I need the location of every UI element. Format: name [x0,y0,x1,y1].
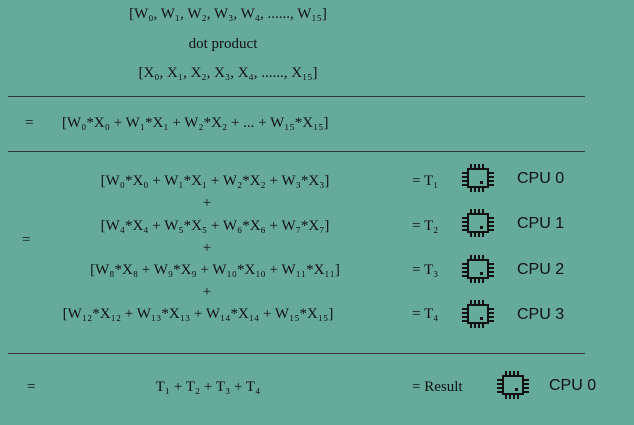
partial-result-0: = T₁ [412,173,439,189]
cpu-chip-icon [497,371,529,399]
final-expression: T₁ + T₂ + T₃ + T₄ [155,379,261,395]
partial-expression-1: [W₄*X₄ + W₅*X₅ + W₆*X₆ + W₇*X₇] [100,218,330,234]
x-vector: [X₀, X₁, X₂, X₃, X₄, ......, X₁₅] [138,65,318,81]
final-result: = Result [412,379,463,395]
partial-expression-2: [W₈*X₈ + W₉*X₉ + W₁₀*X₁₀ + W₁₁*X₁₁] [90,262,340,278]
cpu-chip-icon [462,164,494,192]
final-cpu-label: CPU 0 [549,377,597,394]
final-equals: = [27,379,36,395]
cpu-chip-icon [462,209,494,237]
partial-result-2: = T₃ [412,262,439,278]
full-sum-equals: = [25,115,34,131]
plus-sign-2: + [202,284,212,300]
operation-label: dot product [188,36,258,52]
cpu-label-3: CPU 3 [517,306,565,323]
partial-expression-3: [W₁₂*X₁₂ + W₁₃*X₁₃ + W₁₄*X₁₄ + W₁₅*X₁₅] [62,306,334,322]
cpu-label-2: CPU 2 [517,261,565,278]
cpu-label-0: CPU 0 [517,170,565,187]
partial-result-1: = T₂ [412,218,439,234]
partial-equals: = [22,232,31,248]
divider-2 [8,151,585,152]
cpu-chip-icon [462,255,494,283]
divider-3 [8,353,585,354]
cpu-chip-icon [462,300,494,328]
partial-result-3: = T₄ [412,306,439,322]
partial-expression-0: [W₀*X₀ + W₁*X₁ + W₂*X₂ + W₃*X₃] [100,173,330,189]
plus-sign-0: + [202,195,212,211]
full-sum-expression: [W₀*X₀ + W₁*X₁ + W₂*X₂ + ... + W₁₅*X₁₅] [62,115,329,131]
cpu-label-1: CPU 1 [517,215,565,232]
w-vector: [W₀, W₁, W₂, W₃, W₄, ......, W₁₅] [129,6,327,22]
divider-1 [8,96,585,97]
plus-sign-1: + [202,240,212,256]
